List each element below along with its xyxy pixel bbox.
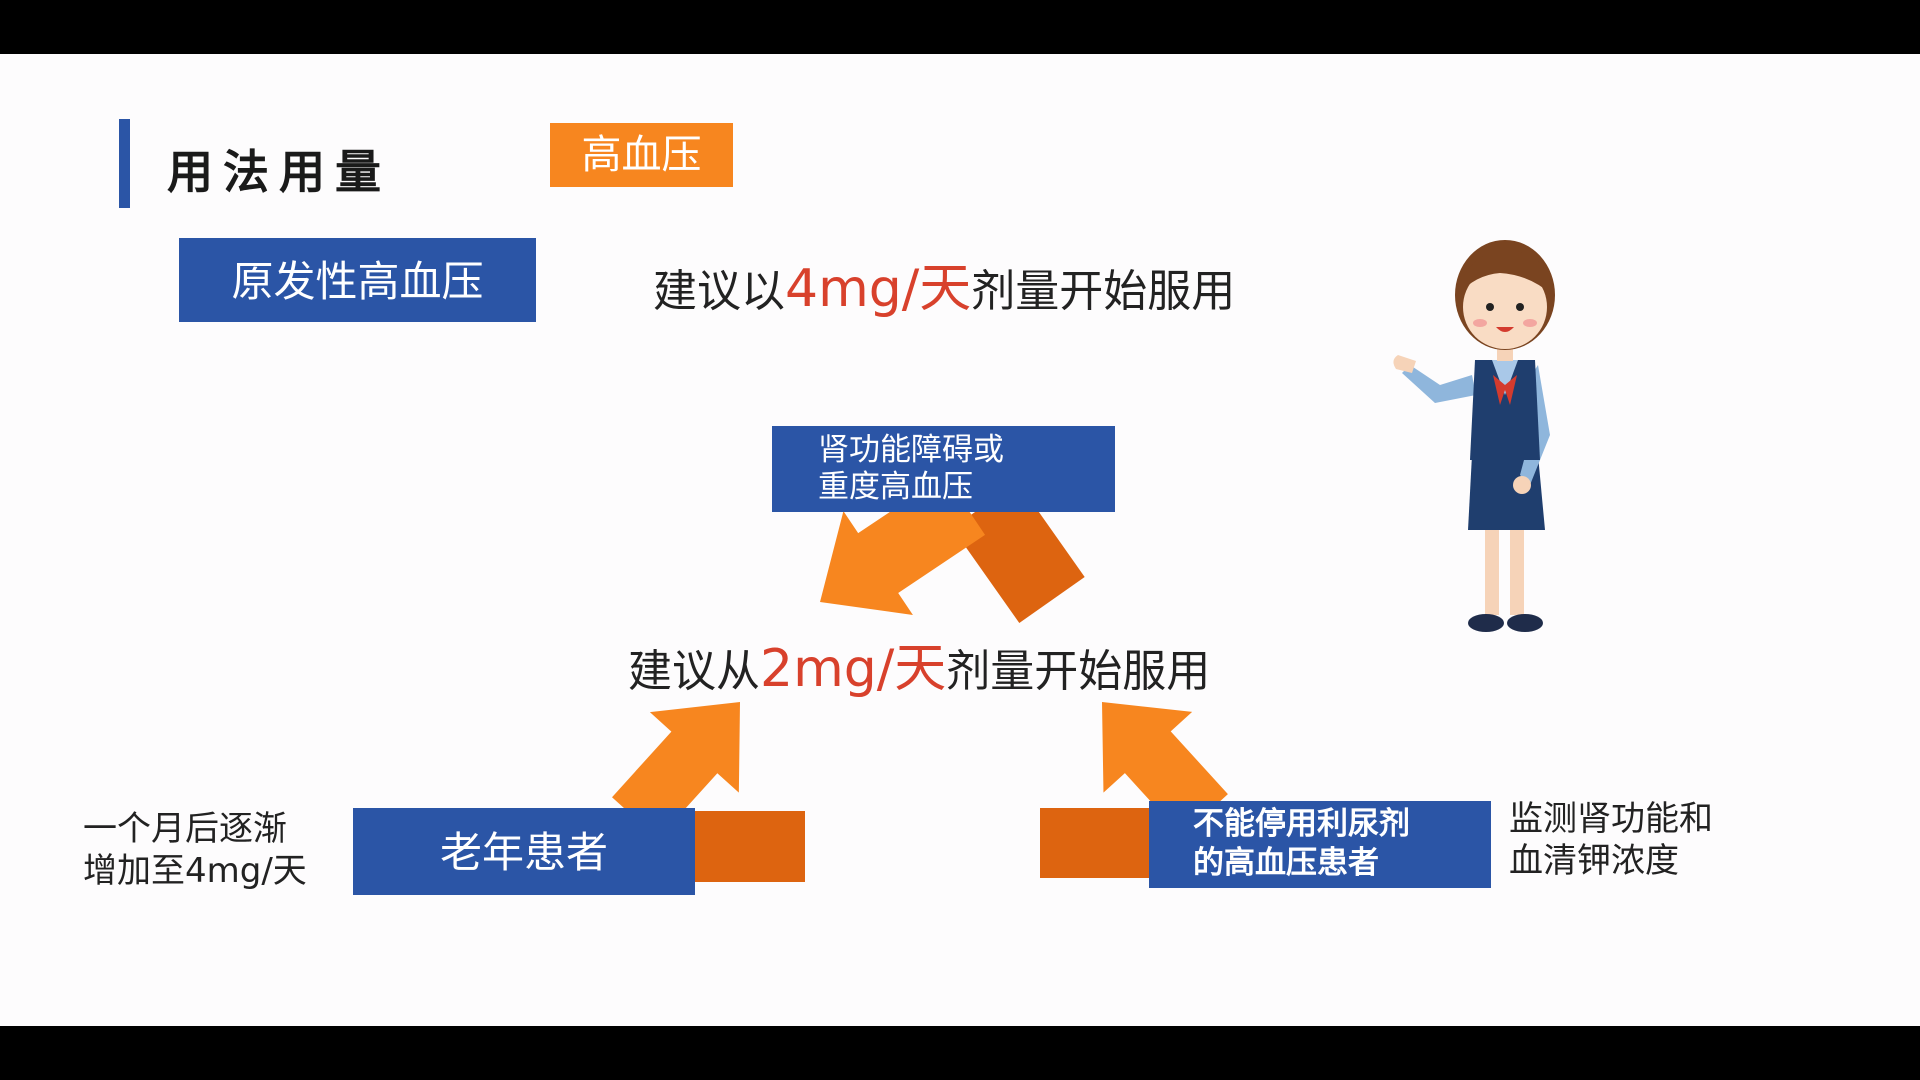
primary-advice: 建议以4mg/天剂量开始服用 <box>653 246 1235 321</box>
diuretic-note: 监测肾功能和 血清钾浓度 <box>1509 798 1713 882</box>
advice-suffix: 剂量开始服用 <box>971 266 1236 317</box>
diuretic-line-1: 不能停用利尿剂 <box>1193 806 1410 842</box>
renal-line-2: 重度高血压 <box>818 469 973 505</box>
elderly-note-line-2: 增加至4mg/天 <box>83 851 307 891</box>
diuretic-patients-box: 不能停用利尿剂 的高血压患者 <box>1149 801 1491 888</box>
diuretic-note-line-1: 监测肾功能和 <box>1509 799 1713 839</box>
renal-line-1: 肾功能障碍或 <box>818 432 1004 468</box>
center-advice: 建议从2mg/天剂量开始服用 <box>628 626 1210 701</box>
primary-hypertension-label: 原发性高血压 <box>179 238 536 322</box>
title-accent-bar <box>119 119 130 208</box>
elderly-patients-box: 老年患者 <box>353 808 695 895</box>
renal-impairment-box: 肾功能障碍或 重度高血压 <box>772 426 1115 512</box>
diuretic-note-line-2: 血清钾浓度 <box>1509 841 1679 881</box>
advice-suffix: 剂量开始服用 <box>946 646 1211 697</box>
right-arrow-base <box>1040 808 1152 878</box>
advice-prefix: 建议以 <box>653 266 785 317</box>
bottom-left-arrow-icon <box>612 702 740 839</box>
diuretic-line-2: 的高血压患者 <box>1193 845 1379 881</box>
left-arrow-base <box>693 811 805 882</box>
advice-dose: 4mg/天 <box>785 259 972 319</box>
top-arrow-tail-icon <box>952 481 1085 624</box>
presenter-character-illustration <box>1393 240 1555 632</box>
letterbox-top <box>0 0 1920 54</box>
elderly-note: 一个月后逐渐 增加至4mg/天 <box>83 808 307 892</box>
advice-dose: 2mg/天 <box>760 639 947 699</box>
elderly-note-line-1: 一个月后逐渐 <box>83 809 287 849</box>
topic-tag: 高血压 <box>550 123 733 187</box>
advice-prefix: 建议从 <box>628 646 760 697</box>
letterbox-bottom <box>0 1026 1920 1080</box>
page-title: 用法用量 <box>167 145 391 199</box>
